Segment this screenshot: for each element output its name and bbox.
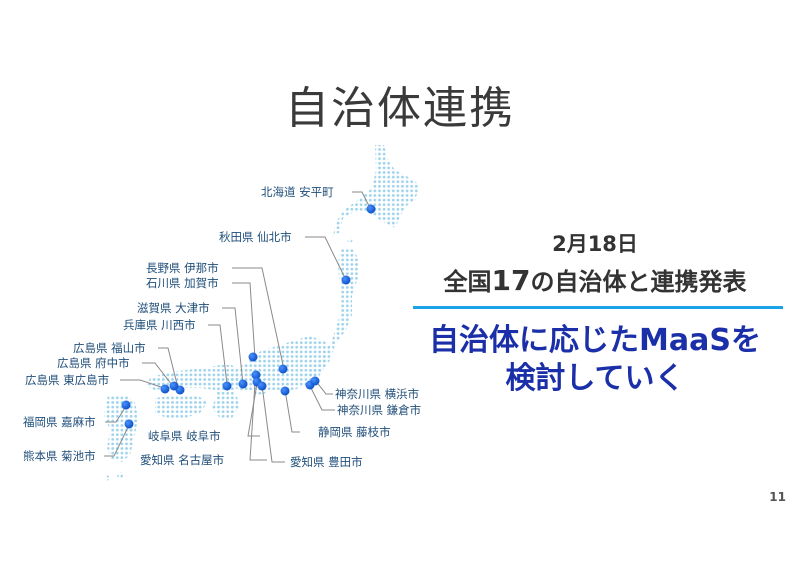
marker-kumamoto-kikuchi[interactable] (124, 419, 134, 429)
page-number: 11 (769, 490, 786, 504)
marker-aichi-toyota[interactable] (257, 381, 267, 391)
label-shiga-otsu: 滋賀県 大津市 (137, 301, 210, 315)
marker-akita-senboku[interactable] (341, 275, 351, 285)
announcement-date: 2月18日 (552, 232, 638, 256)
marker-shiga-otsu[interactable] (238, 379, 248, 389)
label-hiroshima-fuchu: 広島県 府中市 (57, 356, 130, 370)
marker-hiroshima-higashihiroshima[interactable] (160, 384, 170, 394)
marker-nagano-ina[interactable] (278, 364, 288, 374)
key-message-line-2: 検討していく (505, 361, 685, 396)
municipality-markers (121, 204, 376, 429)
label-kumamoto-kikuchi: 熊本県 菊池市 (23, 449, 96, 463)
announcement-suffix: の自治体と連携発表 (530, 268, 747, 296)
key-message-line-1: 自治体に応じたMaaSを (429, 323, 761, 358)
label-fukuoka-kama: 福岡県 嘉麻市 (23, 415, 96, 429)
announcement-prefix: 全国 (443, 268, 492, 296)
label-aichi-nagoya: 愛知県 名古屋市 (140, 453, 225, 467)
announcement-count: 17 (491, 264, 531, 297)
slide-title: 自治体連携 (285, 83, 515, 134)
leader-lines (104, 191, 371, 463)
label-hyogo-kawanishi: 兵庫県 川西市 (123, 318, 196, 332)
key-message: 自治体に応じたMaaSを 検討していく (405, 322, 785, 398)
marker-kanagawa-yokohama[interactable] (310, 376, 320, 386)
label-hiroshima-fukuyama: 広島県 福山市 (73, 341, 146, 355)
marker-ishikawa-kaga[interactable] (248, 352, 258, 362)
marker-shizuoka-fujieda[interactable] (280, 386, 290, 396)
label-kanagawa-yokohama: 神奈川県 横浜市 (335, 387, 420, 401)
marker-gifu-gifu[interactable] (251, 370, 261, 380)
marker-hiroshima-fuchu[interactable] (169, 381, 179, 391)
label-akita-senboku: 秋田県 仙北市 (219, 230, 292, 244)
label-nagano-ina: 長野県 伊那市 (146, 261, 219, 275)
label-hokkaido-abira: 北海道 安平町 (261, 185, 334, 199)
marker-hyogo-kawanishi[interactable] (222, 381, 232, 391)
label-aichi-toyota: 愛知県 豊田市 (290, 455, 363, 469)
announcement-headline: 全国17の自治体と連携発表 (410, 262, 780, 297)
label-ishikawa-kaga: 石川県 加賀市 (146, 276, 219, 290)
label-hiroshima-higashihiroshima: 広島県 東広島市 (25, 373, 110, 387)
section-divider (413, 306, 783, 309)
label-gifu-gifu: 岐阜県 岐阜市 (148, 429, 221, 443)
marker-hokkaido-abira[interactable] (366, 204, 376, 214)
label-shizuoka-fujieda: 静岡県 藤枝市 (318, 425, 391, 439)
label-kanagawa-kamakura: 神奈川県 鎌倉市 (337, 403, 422, 417)
marker-fukuoka-kama[interactable] (121, 400, 131, 410)
